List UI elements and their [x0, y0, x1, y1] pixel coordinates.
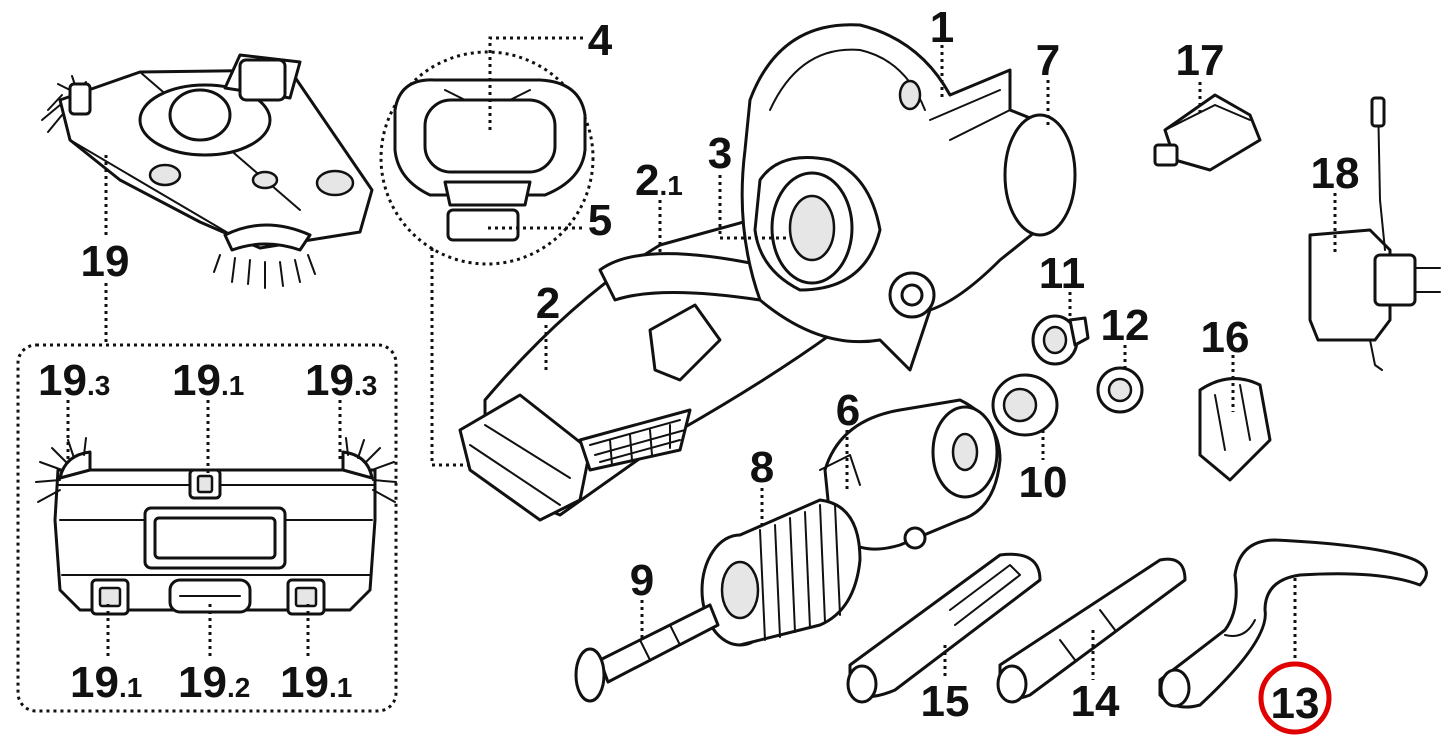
label-18: 18 — [1311, 149, 1360, 198]
part-labels: 1 2 2.1 3 4 5 6 7 8 9 10 11 12 13 14 15 … — [38, 3, 1359, 728]
nozzle-underside-detail — [35, 437, 397, 616]
bent-handle-part-13 — [1158, 538, 1428, 709]
label-19-1-right: 19.1 — [280, 658, 352, 707]
floor-nozzle-part-19 — [41, 53, 374, 289]
label-19-1-top: 19.1 — [172, 356, 244, 405]
label-6: 6 — [836, 386, 860, 435]
label-5: 5 — [588, 196, 612, 245]
highlight-circle — [1258, 661, 1332, 735]
label-4: 4 — [588, 16, 613, 65]
adapter-part-12 — [1096, 366, 1144, 414]
label-16: 16 — [1201, 313, 1250, 362]
clip-part-16 — [1198, 377, 1272, 482]
extension-tube-part-15 — [846, 552, 1042, 704]
label-9: 9 — [630, 556, 654, 605]
label-10: 10 — [1019, 458, 1068, 507]
label-19: 19 — [81, 237, 130, 286]
label-13: 13 — [1271, 679, 1320, 728]
label-12: 12 — [1101, 301, 1150, 350]
label-19-2: 19.2 — [178, 658, 250, 707]
rod-part-9 — [574, 603, 720, 703]
label-17: 17 — [1176, 36, 1225, 85]
cyclone-part-6 — [819, 398, 1002, 551]
label-14: 14 — [1071, 677, 1120, 726]
label-2-1: 2.1 — [635, 156, 683, 205]
connector-part-17 — [1153, 82, 1262, 172]
label-15: 15 — [921, 677, 970, 726]
label-8: 8 — [750, 443, 774, 492]
charger-part-18 — [1308, 96, 1441, 371]
nut-part-10 — [991, 373, 1059, 437]
label-2: 2 — [536, 279, 560, 328]
label-19-3-left: 19.3 — [38, 356, 110, 405]
motor-housing-part-1 — [740, 23, 1068, 372]
motor-ring-part-7 — [1003, 113, 1077, 237]
label-1: 1 — [930, 3, 954, 52]
adapter-part-11 — [1031, 314, 1090, 366]
label-7: 7 — [1036, 36, 1060, 85]
filter-cover-part-4 — [393, 78, 587, 242]
label-19-1-left: 19.1 — [70, 658, 142, 707]
label-19-3-right: 19.3 — [305, 356, 377, 405]
filter-part-8 — [700, 498, 862, 647]
extension-tube-part-14 — [996, 557, 1187, 704]
label-3: 3 — [708, 129, 732, 178]
label-11: 11 — [1039, 249, 1086, 298]
